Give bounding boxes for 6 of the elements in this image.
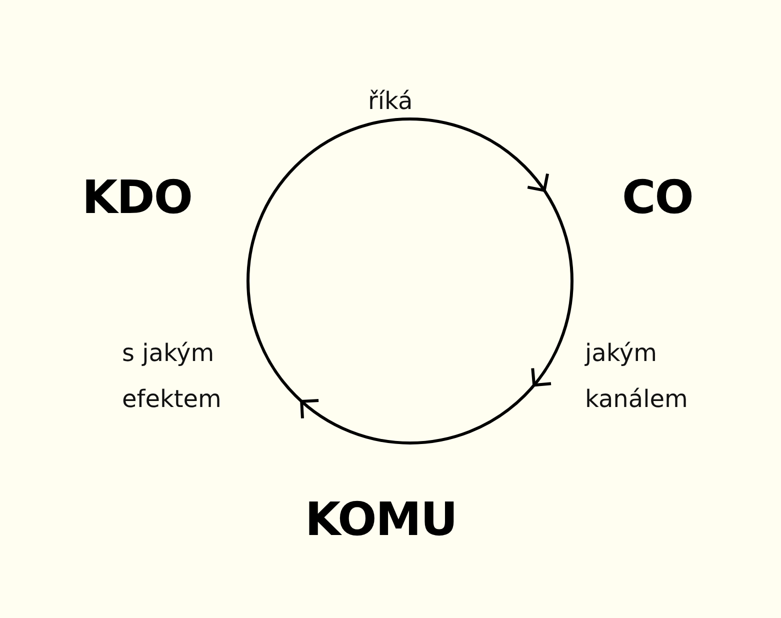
phrase-label: říká bbox=[368, 86, 414, 117]
phrase-label: s jakým efektem bbox=[122, 338, 222, 415]
keyword-label: CO bbox=[622, 170, 693, 224]
phrase-label: jakým kanálem bbox=[585, 338, 689, 415]
keyword-label: KDO bbox=[82, 170, 192, 224]
keyword-label: KOMU bbox=[305, 492, 457, 546]
